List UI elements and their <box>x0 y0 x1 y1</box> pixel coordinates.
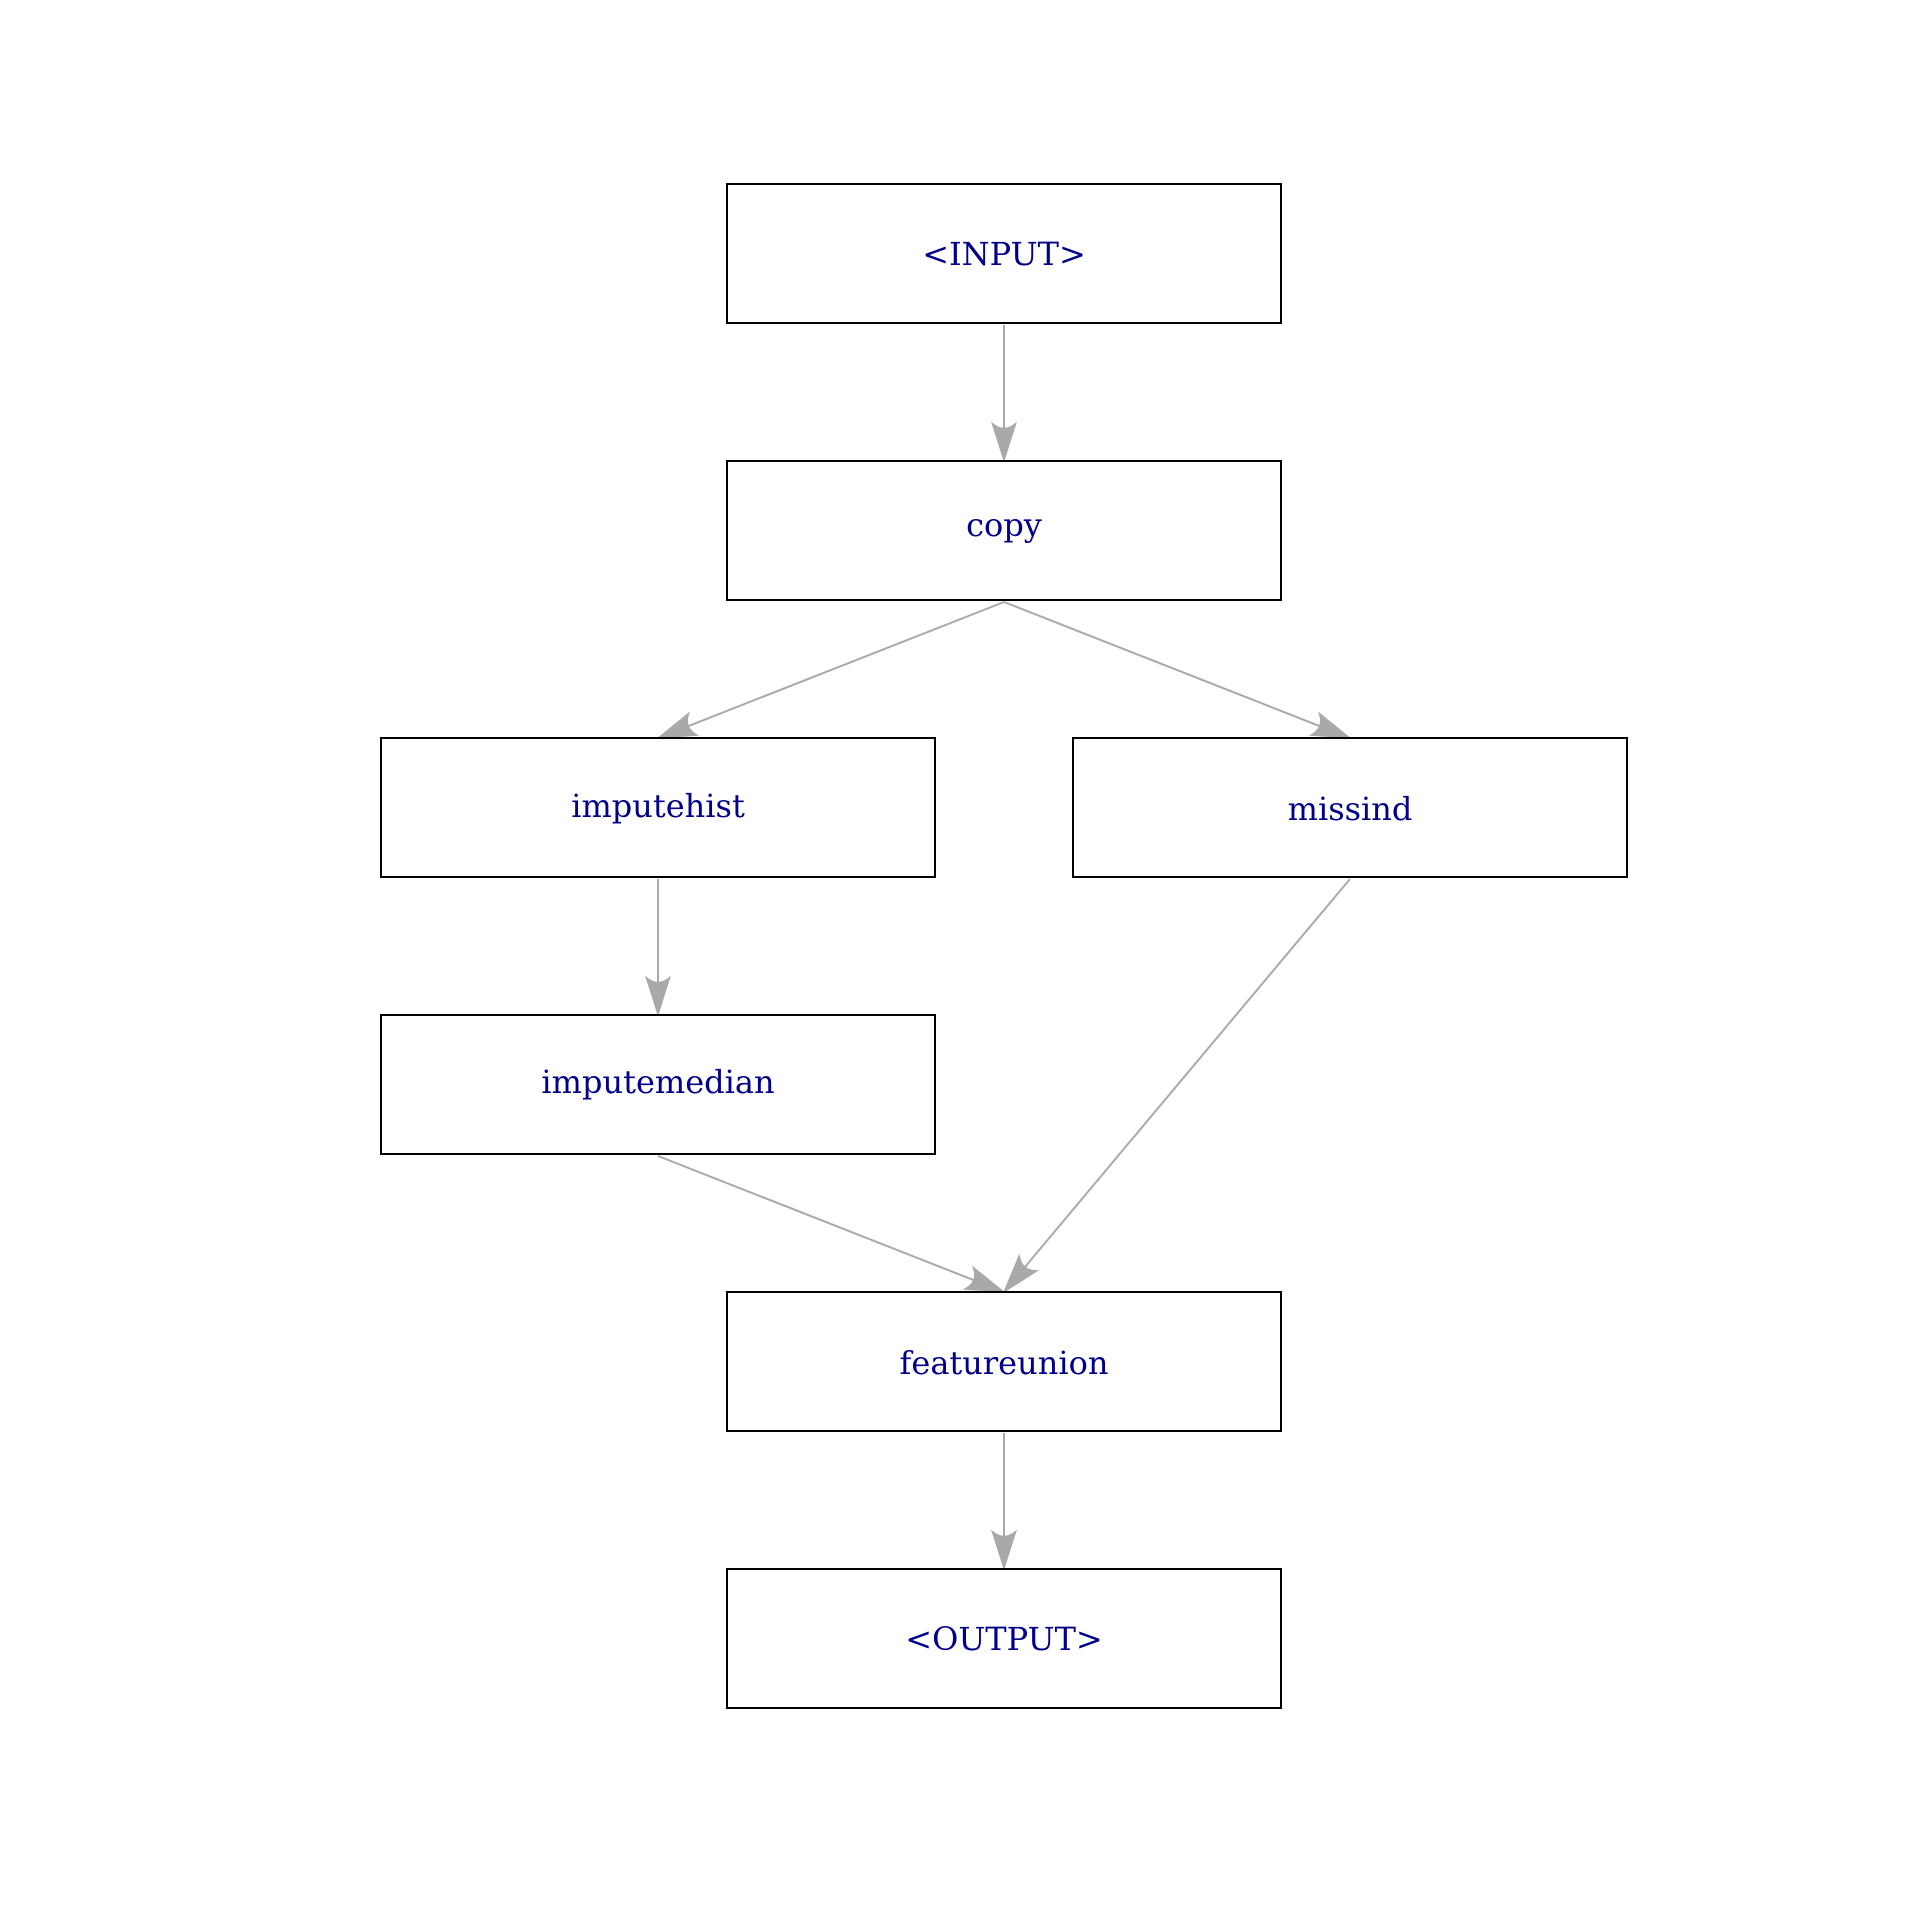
node-output: <OUTPUT> <box>726 1568 1282 1709</box>
edge-copy-to-missind <box>1003 601 1352 739</box>
node-label-imputemedian: imputemedian <box>541 1063 774 1101</box>
node-label-output: <OUTPUT> <box>905 1620 1102 1658</box>
edge-input-to-copy <box>990 325 1018 463</box>
edge-line <box>1003 601 1321 728</box>
edge-featureunion-to-output <box>990 1433 1018 1571</box>
arrowhead-icon <box>656 711 700 739</box>
node-label-featureunion: featureunion <box>900 1344 1109 1382</box>
node-featureunion: featureunion <box>726 1291 1282 1432</box>
arrowhead-icon <box>644 975 672 1017</box>
arrowhead-icon <box>990 421 1018 463</box>
edge-line <box>657 1155 975 1282</box>
edge-line <box>1023 878 1351 1269</box>
node-missind: missind <box>1072 737 1628 878</box>
arrowhead-icon <box>1002 1253 1040 1294</box>
node-label-copy: copy <box>966 506 1042 544</box>
edge-line <box>687 601 1005 728</box>
edge-missind-to-featureunion <box>1002 878 1351 1294</box>
node-copy: copy <box>726 460 1282 601</box>
arrowhead-icon <box>962 1265 1006 1293</box>
node-input: <INPUT> <box>726 183 1282 324</box>
arrowhead-icon <box>1308 711 1352 739</box>
node-label-imputehist: imputehist <box>571 787 745 825</box>
edge-imputemedian-to-featureunion <box>657 1155 1006 1293</box>
node-label-missind: missind <box>1288 790 1413 828</box>
arrowhead-icon <box>990 1529 1018 1571</box>
edges-layer <box>644 325 1352 1571</box>
edge-imputehist-to-imputemedian <box>644 879 672 1017</box>
edge-copy-to-imputehist <box>656 601 1005 739</box>
node-imputemedian: imputemedian <box>380 1014 936 1155</box>
node-imputehist: imputehist <box>380 737 936 878</box>
node-label-input: <INPUT> <box>922 235 1086 273</box>
